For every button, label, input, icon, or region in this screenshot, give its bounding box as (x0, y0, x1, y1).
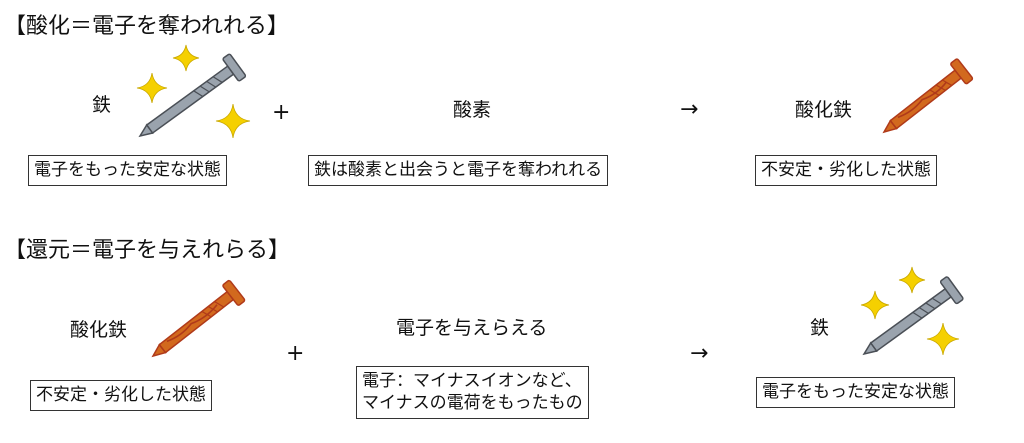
oxidation-oxygen-label: 酸素 (453, 99, 492, 121)
reduction-unstable-state-box: 不安定・劣化した状態 (30, 380, 212, 412)
clean-nail-icon (138, 53, 247, 138)
oxidation-iron-oxide-label: 酸化鉄 (795, 99, 853, 121)
oxidation-unstable-state-box: 不安定・劣化した状態 (755, 155, 937, 187)
sparkle-icon (898, 266, 926, 294)
reduction-arrow: → (690, 341, 709, 366)
electron-explanation-line-2: マイナスの電荷をもったもの (362, 393, 583, 414)
reduction-electron-explanation-box: 電子：マイナスイオンなど、 マイナスの電荷をもったもの (356, 366, 589, 420)
clean-nail-icon (862, 276, 964, 356)
sparkle-icon (926, 322, 960, 356)
oxidation-arrow: → (680, 97, 699, 122)
oxidation-iron-label: 鉄 (92, 94, 112, 116)
sparkle-icon (860, 290, 890, 320)
reduction-stable-state-box: 電子をもった安定な状態 (756, 377, 955, 409)
reduction-heading: 【還元＝電子を与えれらる】 (4, 238, 291, 263)
reduction-iron-oxide-label: 酸化鉄 (70, 319, 128, 341)
rusty-nail-icon (151, 279, 246, 358)
reduction-plus: + (286, 341, 305, 366)
electron-explanation-line-1: 電子：マイナスイオンなど、 (362, 371, 582, 391)
sparkle-icon (136, 72, 168, 104)
sparkle-icon (172, 44, 200, 72)
reduction-iron-label: 鉄 (810, 317, 830, 339)
reduction-electron-label: 電子を与えらえる (396, 317, 548, 339)
sparkle-icon (215, 103, 251, 139)
oxidation-heading: 【酸化＝電子を奪われれる】 (4, 14, 289, 39)
oxidation-explanation-box: 鉄は酸素と出会うと電子を奪われれる (308, 155, 609, 187)
rusty-nail-icon (882, 58, 974, 134)
oxidation-plus: + (272, 100, 291, 125)
oxidation-stable-state-box: 電子をもった安定な状態 (28, 155, 227, 187)
